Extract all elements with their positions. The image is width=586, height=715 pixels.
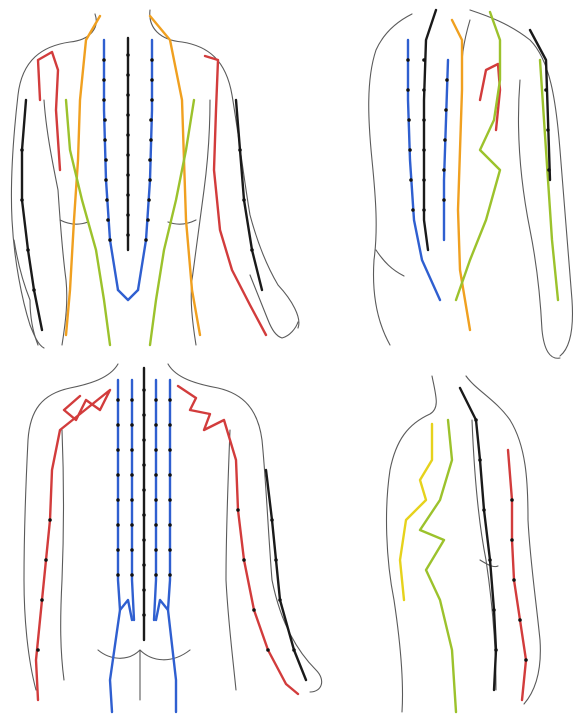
acupoints [20, 53, 254, 292]
meridian-red [508, 450, 526, 700]
meridian-black [236, 100, 262, 290]
body-outline [387, 376, 541, 712]
meridian-red [38, 52, 60, 170]
meridian-black [424, 10, 436, 250]
meridian-green [420, 420, 456, 712]
panel-upper-side [369, 10, 573, 358]
meridian-blue [104, 40, 118, 290]
panel-lower-side [387, 376, 541, 712]
meridian-blue [118, 290, 138, 300]
meridian-blue [156, 380, 170, 620]
meridian-red [36, 390, 110, 700]
body-outline [369, 10, 573, 358]
acupoints [36, 388, 296, 652]
meridian-black [460, 388, 496, 690]
meridian-orange [66, 16, 100, 335]
meridian-black [22, 100, 42, 330]
meridian-blue [444, 60, 448, 240]
meridian-blue [118, 380, 132, 620]
panel-upper-back [11, 10, 298, 348]
meridian-blue [168, 610, 176, 712]
panel-lower-back [24, 364, 322, 712]
meridian-blue [110, 610, 120, 712]
acupoints [406, 58, 551, 212]
meridian-red [178, 386, 298, 694]
meridian-blue [138, 40, 152, 290]
meridian-green [66, 100, 110, 345]
